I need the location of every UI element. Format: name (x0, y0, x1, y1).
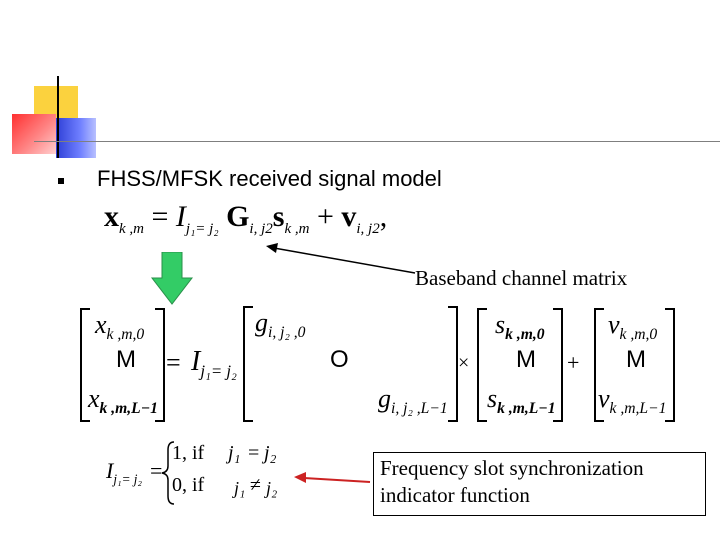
bullet-square-icon (58, 178, 64, 184)
g-bracket-left (243, 306, 253, 422)
down-arrow-icon (150, 252, 194, 305)
s-bracket-right (553, 308, 563, 422)
s-bracket-left (477, 308, 487, 422)
ind-equals: = (150, 458, 163, 483)
x-bot: xk ,m,L−1 (88, 384, 158, 418)
eq-G: G (226, 200, 250, 233)
v-bot: vk ,m,L−1 (598, 384, 667, 418)
deco-red-square (12, 114, 56, 154)
ind-case1-op: = (248, 442, 260, 464)
eq-x: x (104, 200, 119, 233)
deco-vertical-line (57, 76, 59, 158)
v-dots: M (626, 346, 646, 373)
g-top: gi, j₂ ,0 (255, 308, 306, 342)
deco-blue-square (56, 118, 96, 158)
ind-brace-icon (161, 441, 175, 505)
ind-case1-a: j₁ (228, 442, 241, 464)
v-bracket-left (594, 308, 604, 422)
ind-case2-b: j₂ (266, 478, 278, 498)
s-bot: sk ,m,L−1 (487, 384, 556, 418)
eq-I: I (175, 200, 186, 233)
s-dots: M (516, 346, 536, 373)
x-bracket-left (80, 308, 90, 422)
ind-case1-b: j₂ (264, 442, 277, 464)
mtx-equals: = (166, 348, 181, 377)
mtx-plus: + (567, 350, 580, 375)
eq-s-sub: k ,m (284, 221, 310, 237)
indicator-label: Frequency slot synchronization indicator… (380, 456, 644, 507)
x-top: xk ,m,0 (95, 310, 145, 344)
ind-case2-a: j₁ (234, 478, 246, 498)
ind-I: Ij₁= j₂ (106, 458, 143, 487)
x-dots: M (116, 346, 136, 373)
eq-I-sub: j₁= j₂ (185, 221, 219, 237)
eq-v: v (341, 200, 357, 233)
eq-v-sub: i, j2 (356, 221, 380, 237)
eq-comma: , (379, 200, 388, 233)
signal-model-equation: xk ,m = Ij₁= j₂ Gi, j2sk ,m + vi, j2, (104, 200, 387, 238)
baseband-arrow-icon (266, 243, 416, 274)
eq-x-sub: k ,m (119, 221, 144, 237)
eq-plus: + (316, 200, 334, 233)
indicator-label-box: Frequency slot synchronization indicator… (373, 452, 706, 516)
mtx-times: × (458, 352, 470, 374)
g-bracket-right (448, 306, 458, 422)
s-top: sk ,m,0 (495, 310, 545, 344)
eq-s: s (272, 200, 285, 233)
ind-case1-val: 1, if (172, 442, 205, 464)
ind-case2-val: 0, if (172, 474, 205, 496)
v-bracket-right (665, 308, 675, 422)
ind-case2-op: ≠ (250, 474, 261, 496)
mtx-I: Ij₁= j₂ (191, 346, 237, 381)
eq-G-sub: i, j2 (249, 221, 273, 237)
g-dots: O (330, 346, 349, 373)
indicator-arrow-icon (294, 472, 371, 483)
g-bot: gi, j₂ ,L−1 (378, 384, 448, 418)
baseband-label: Baseband channel matrix (415, 266, 628, 290)
eq-equals: = (151, 200, 169, 233)
bullet-text: FHSS/MFSK received signal model (97, 166, 442, 191)
x-bracket-right (155, 308, 165, 422)
v-top: vk ,m,0 (608, 310, 658, 344)
deco-horizontal-line (34, 141, 720, 142)
